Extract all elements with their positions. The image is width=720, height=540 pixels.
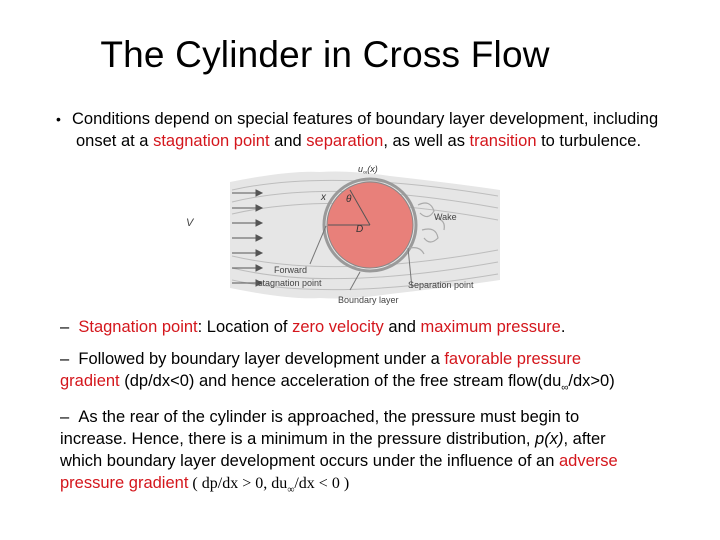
diameter-label: D — [356, 224, 363, 235]
bullet-marker: • — [56, 111, 61, 127]
text-after: , after — [563, 430, 606, 448]
text-which: which boundary layer development occurs … — [60, 452, 559, 470]
text-dpdx-positive: ( dp/dx > 0, du — [188, 475, 288, 492]
bullet-line-1: Conditions depend on special features of… — [72, 110, 659, 128]
sub3-line-1: – As the rear of the cylinder is approac… — [60, 406, 710, 428]
text-increase: increase. Hence, there is a minimum in t… — [60, 430, 536, 448]
sub2-line-2: gradient (dp/dx<0) and hence acceleratio… — [60, 370, 710, 399]
term-separation: separation — [306, 132, 384, 150]
sub3-line-3: which boundary layer development occurs … — [60, 450, 710, 472]
forward-label-1: Forward — [274, 265, 307, 275]
term-zero-velocity: zero velocity — [292, 318, 384, 336]
boundary-layer-ring — [322, 177, 418, 273]
term-adverse: adverse — [558, 452, 618, 470]
subscript-infinity: ∞ — [561, 382, 569, 394]
cylinder-flow-diagram: V x θ D u∞(x) Wake Forward stagnation po… — [160, 160, 500, 310]
term-favorable-pressure: favorable pressure — [444, 350, 582, 368]
page-title: The Cylinder in Cross Flow — [100, 34, 550, 75]
term-pressure-gradient: pressure gradient — [60, 474, 189, 492]
u-label: u∞(x) — [358, 164, 378, 176]
velocity-label: V — [186, 217, 195, 229]
bullet-line-2: onset at a stagnation point and separati… — [56, 130, 716, 152]
text-period: . — [560, 318, 566, 336]
text-and-2: and — [383, 318, 421, 336]
separation-label: Separation point — [408, 280, 474, 290]
sub2-line-1: – Followed by boundary layer development… — [60, 348, 710, 370]
sub-stagnation-point: – Stagnation point: Location of zero vel… — [60, 316, 710, 338]
text-rear: As the rear of the cylinder is approache… — [78, 408, 580, 426]
subscript-infinity-2: ∞ — [287, 484, 295, 496]
term-transition: transition — [469, 132, 537, 150]
theta-line — [349, 189, 371, 226]
term-maximum-pressure: maximum pressure — [420, 318, 561, 336]
text-followed: Followed by boundary layer development u… — [78, 350, 445, 368]
text-to-turbulence: to turbulence. — [536, 132, 642, 150]
term-stagnation-point: stagnation point — [153, 132, 270, 150]
forward-label-2: stagnation point — [258, 278, 322, 288]
sub3-line-2: increase. Hence, there is a minimum in t… — [60, 428, 710, 450]
x-label: x — [320, 192, 327, 203]
sub-adverse-gradient: – As the rear of the cylinder is approac… — [60, 406, 710, 501]
theta-label: θ — [346, 194, 352, 205]
bullet-conditions: • Conditions depend on special features … — [56, 108, 716, 152]
wake-swirls — [409, 202, 445, 255]
text-onset: onset at a — [76, 132, 154, 150]
text-dpdx: (dp/dx<0) and hence acceleration of the … — [119, 372, 562, 390]
inflow-arrows — [232, 189, 264, 287]
sub3-line-4: pressure gradient ( dp/dx > 0, du∞/dx < … — [60, 472, 710, 501]
text-as-well-as: , as well as — [383, 132, 470, 150]
text-dx-positive: /dx>0) — [568, 372, 615, 390]
dash: – — [60, 350, 70, 368]
sub-favorable-gradient: – Followed by boundary layer development… — [60, 348, 710, 399]
text-and: and — [269, 132, 307, 150]
wake-label: Wake — [434, 212, 457, 222]
dash: – — [60, 318, 70, 336]
dash: – — [60, 408, 70, 426]
term-gradient: gradient — [60, 372, 120, 390]
text-location-of: : Location of — [197, 318, 293, 336]
leader-lines — [309, 225, 413, 291]
term-stagnation-point-2: Stagnation point — [78, 318, 198, 336]
text-dx-negative: /dx < 0 ) — [294, 475, 350, 492]
cylinder-flow-svg: V x θ D u∞(x) Wake Forward stagnation po… — [186, 164, 500, 305]
boundary-layer-label: Boundary layer — [338, 295, 399, 305]
text-px: p(x) — [535, 430, 564, 448]
